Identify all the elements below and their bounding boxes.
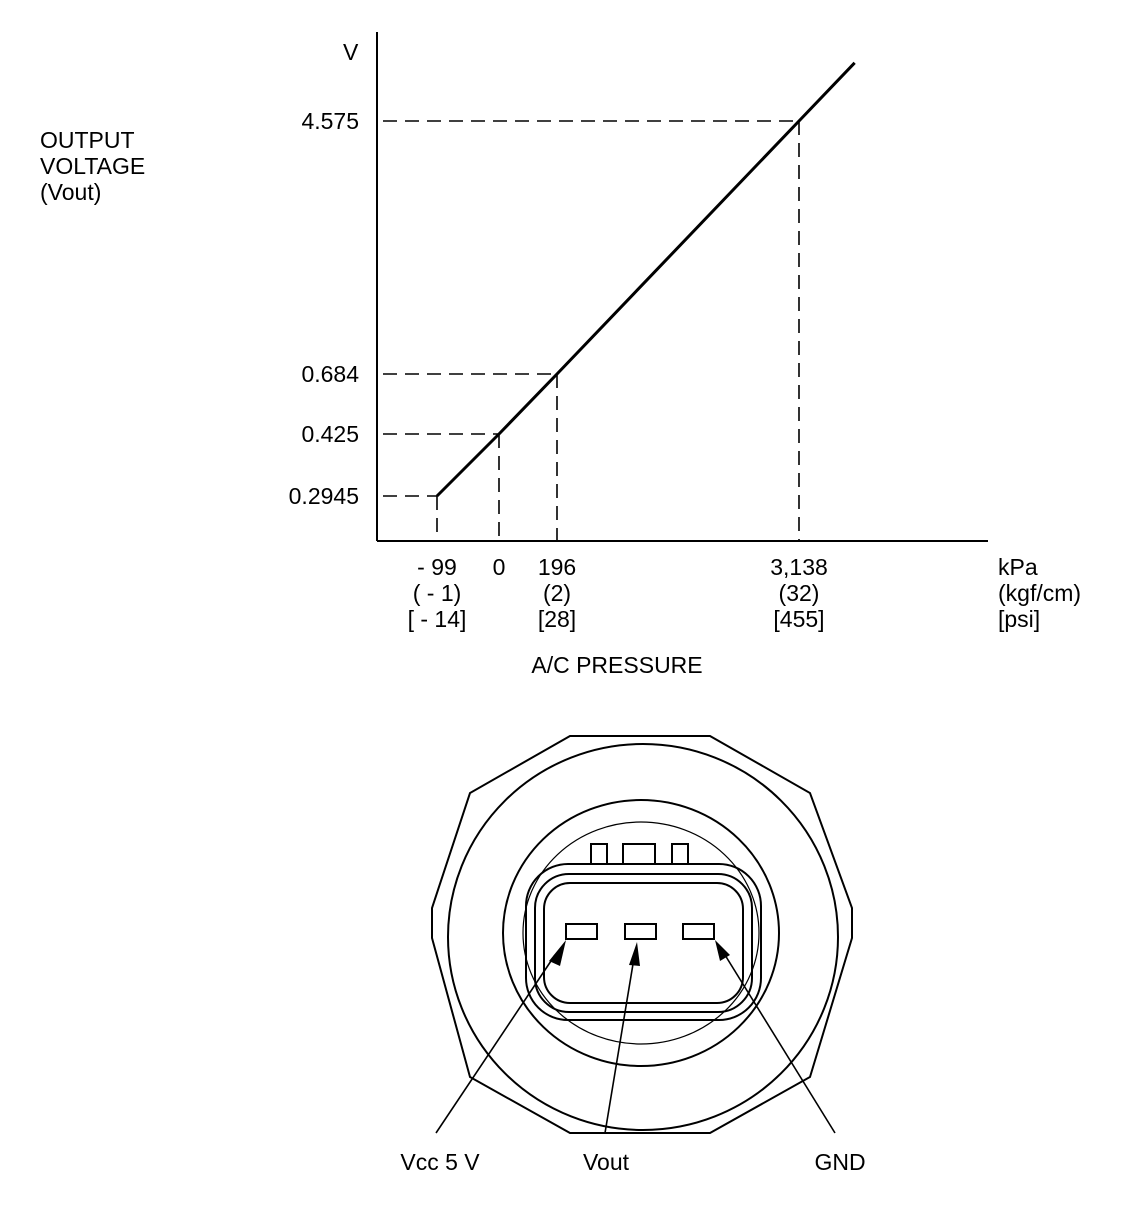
- hex-body-outline: [431, 735, 853, 1134]
- output-voltage-line: [435, 61, 856, 498]
- pressure-sensor-connector: Vcc 5 V Vout GND: [400, 735, 866, 1175]
- x-tick-label: [28]: [538, 606, 576, 632]
- pin-vout: [624, 923, 657, 940]
- x-unit-kpa: kPa: [998, 554, 1038, 580]
- x-tick-label: (2): [543, 580, 571, 606]
- x-tick-label: [455]: [773, 606, 824, 632]
- vout-label: Vout: [583, 1149, 630, 1175]
- x-tick-label: 3,138: [770, 554, 828, 580]
- x-tick-label: (32): [779, 580, 820, 606]
- y-axis-title-line-1: OUTPUT: [40, 127, 135, 153]
- y-tick-label: 0.2945: [289, 483, 359, 509]
- y-tick-label: 0.684: [301, 361, 359, 387]
- vout-arrow-icon: [629, 942, 640, 966]
- gnd-leader-line: [724, 954, 836, 1134]
- x-tick-label: [ - 14]: [408, 606, 467, 632]
- y-tick-label: 0.425: [301, 421, 359, 447]
- vcc-label: Vcc 5 V: [400, 1149, 480, 1175]
- inner-ring: [502, 799, 780, 1067]
- x-tick-label: 196: [538, 554, 576, 580]
- y-axis-title-line-2: VOLTAGE: [40, 153, 145, 179]
- y-tick-label: 4.575: [301, 108, 359, 134]
- x-tick-label: 0: [493, 554, 506, 580]
- y-tick-labels: 0.2945 0.425 0.684 4.575: [289, 108, 360, 509]
- voltage-chart: V OUTPUT VOLTAGE (Vout) 0.2945 0.425 0.684…: [40, 32, 1081, 678]
- x-unit-kgf: (kgf/cm): [998, 580, 1081, 606]
- connector-cavity: [543, 882, 744, 1004]
- x-unit-labels: kPa (kgf/cm) [psi]: [998, 554, 1081, 632]
- x-unit-psi: [psi]: [998, 606, 1040, 632]
- pin-vcc: [565, 923, 598, 940]
- x-tick-label: ( - 1): [413, 580, 462, 606]
- pin-gnd: [682, 923, 715, 940]
- x-tick-label: - 99: [417, 554, 457, 580]
- connector-shell-inner: [534, 873, 753, 1013]
- outer-ring: [447, 743, 839, 1131]
- vout-leader-line: [604, 957, 635, 1134]
- gnd-label: GND: [814, 1149, 865, 1175]
- inner-thin-ring: [522, 821, 760, 1045]
- x-tick-labels: - 99( - 1)[ - 14] 0 196(2)[28] 3,138(32)[45…: [408, 554, 828, 632]
- connector-key-tabs: [578, 843, 702, 865]
- vcc-leader-line: [435, 954, 556, 1134]
- connector-shell: [525, 863, 762, 1021]
- y-axis-title-line-3: (Vout): [40, 179, 101, 205]
- y-axis-title: OUTPUT VOLTAGE (Vout): [40, 127, 145, 205]
- y-unit-label: V: [343, 39, 359, 65]
- guide-lines: [383, 120, 800, 541]
- x-axis-title: A/C PRESSURE: [531, 652, 702, 678]
- vcc-arrow-icon: [549, 940, 566, 966]
- gnd-arrow-icon: [715, 940, 730, 961]
